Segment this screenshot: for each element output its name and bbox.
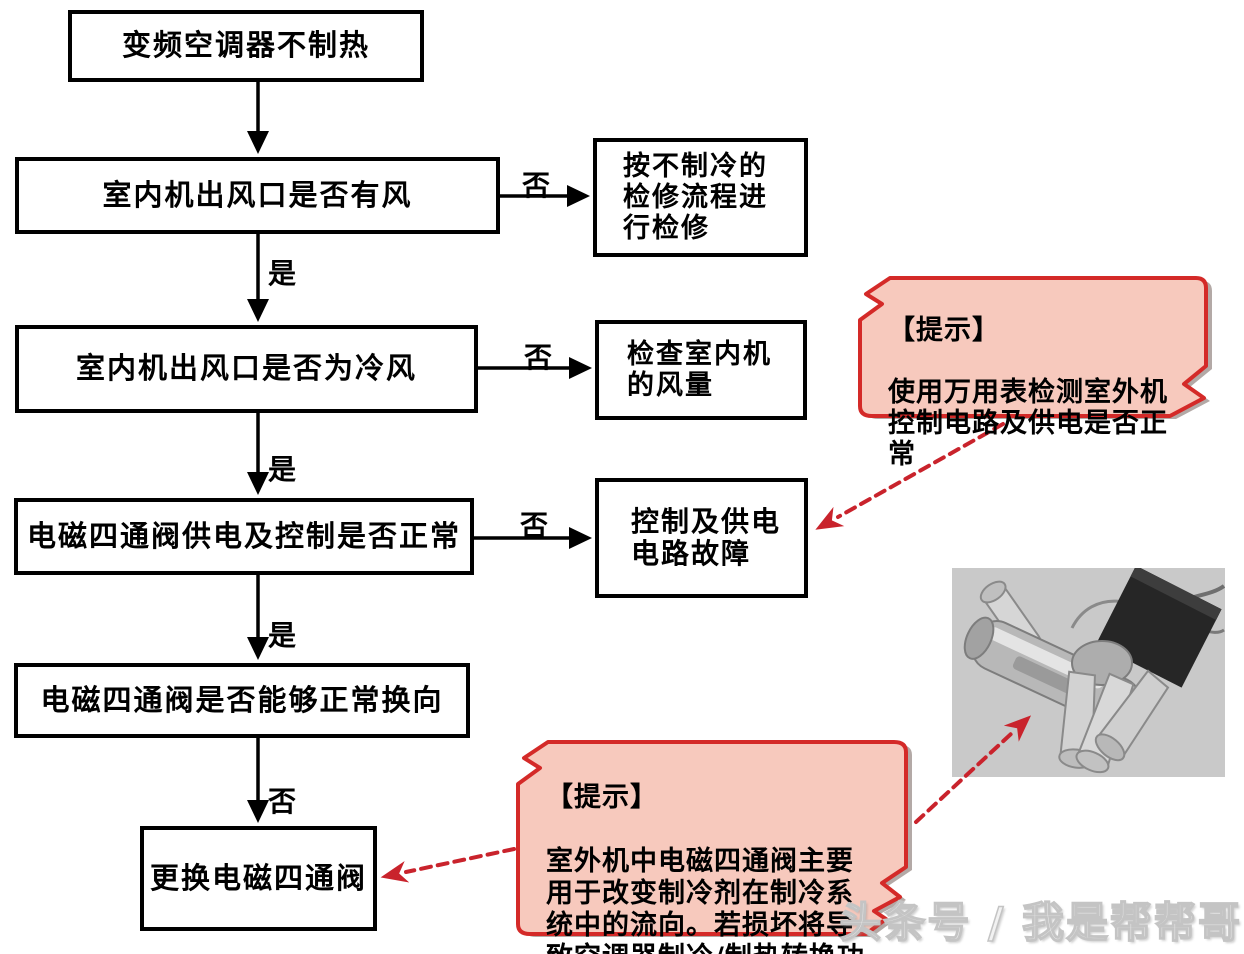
node-start-label: 变频空调器不制热 [121, 28, 370, 63]
tip-2-title: 【提示】 [546, 782, 658, 813]
tip-1-title: 【提示】 [888, 315, 1000, 346]
node-q3-label: 电磁四通阀供电及控制是否正常 [26, 518, 461, 553]
node-q1: 室内机出风口是否有风 [15, 157, 500, 234]
branch-label-yes-3: 是 [268, 619, 297, 652]
node-start: 变频空调器不制热 [68, 10, 424, 82]
node-q3: 电磁四通阀供电及控制是否正常 [14, 498, 474, 575]
tip-1-body: 使用万用表检测室外机 控制电路及供电是否正 常 [888, 377, 1168, 470]
four-way-valve-photo [952, 565, 1226, 777]
watermark-text: 头条号 / 我是帮帮哥 [839, 897, 1242, 948]
tip-2-body: 室外机中电磁四通阀主要 用于改变制冷剂在制冷系 统中的流向。若损坏将导 致空调器… [546, 846, 864, 954]
node-q1-label: 室内机出风口是否有风 [102, 177, 413, 212]
node-a3-label: 控制及供电 电路故障 [631, 504, 782, 570]
branch-label-yes-1: 是 [268, 257, 297, 290]
tip-bubble-1-shape [858, 276, 1212, 419]
node-a1: 按不制冷的 检修流程进 行检修 [593, 138, 808, 257]
node-a3: 控制及供电 电路故障 [595, 478, 808, 598]
node-a2: 检查室内机 的风量 [595, 320, 807, 420]
node-end: 更换电磁四通阀 [140, 826, 377, 931]
node-a1-label: 按不制冷的 检修流程进 行检修 [623, 150, 768, 245]
branch-label-no-1: 否 [522, 169, 551, 202]
tip-bubble-2-shape [516, 740, 912, 937]
branch-label-no-2: 否 [524, 341, 553, 374]
tip-bubble-1: 【提示】 使用万用表检测室外机 控制电路及供电是否正 常 [852, 270, 1214, 470]
branch-label-no-3: 否 [520, 509, 549, 542]
four-way-valve-illustration [952, 565, 1226, 777]
branch-label-yes-2: 是 [268, 453, 297, 486]
node-q2: 室内机出风口是否为冷风 [15, 325, 478, 413]
node-end-label: 更换电磁四通阀 [149, 860, 367, 895]
branch-label-no-4: 否 [268, 785, 297, 818]
node-q4: 电磁四通阀是否能够正常换向 [14, 663, 470, 738]
node-a2-label: 检查室内机 的风量 [627, 338, 772, 401]
node-q4-label: 电磁四通阀是否能够正常换向 [40, 682, 444, 717]
tip-bubble-2: 【提示】 室外机中电磁四通阀主要 用于改变制冷剂在制冷系 统中的流向。若损坏将导… [508, 732, 918, 954]
node-q2-label: 室内机出风口是否为冷风 [75, 351, 417, 386]
